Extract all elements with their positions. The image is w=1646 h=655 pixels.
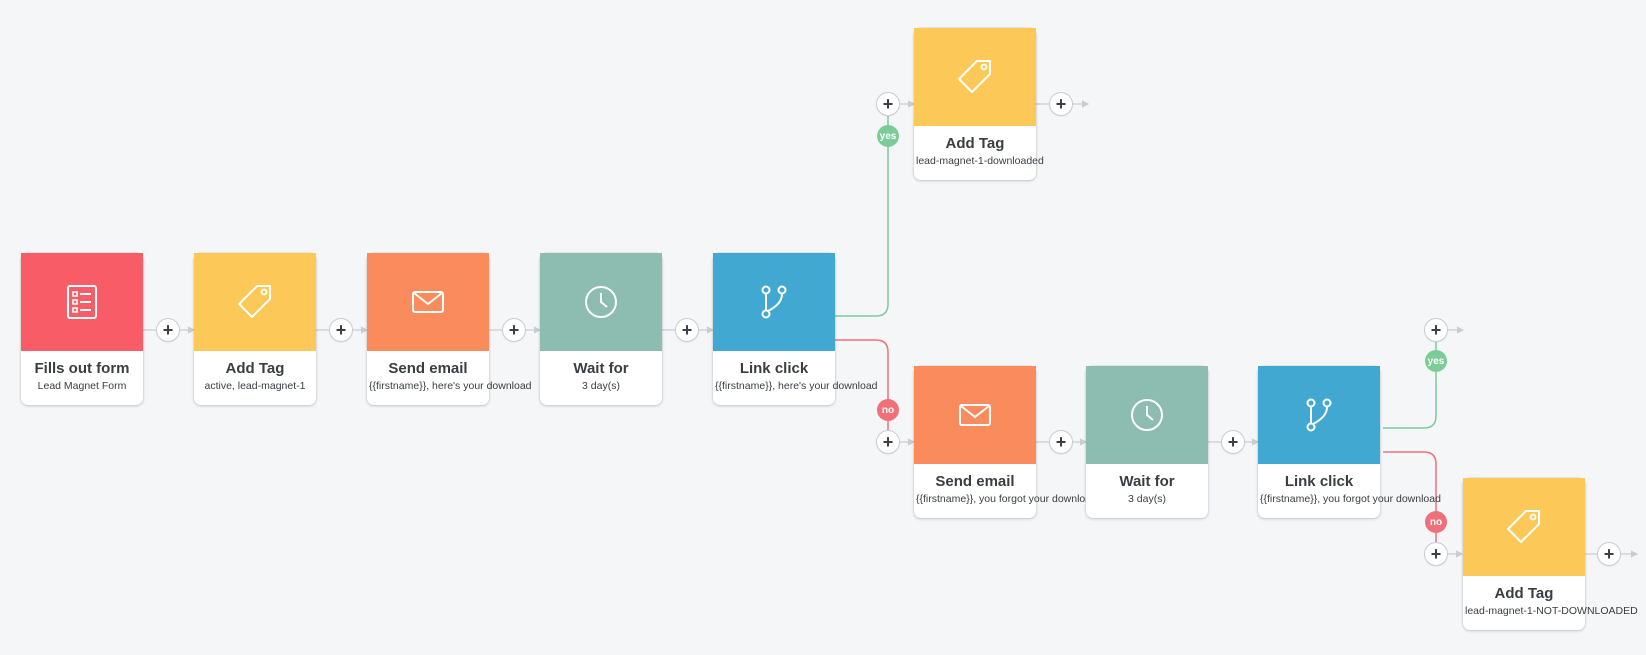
node-title: Fills out form <box>34 360 130 377</box>
node-title: Send email <box>388 360 468 377</box>
node-header <box>540 253 662 351</box>
node-subtitle: 3 day(s) <box>582 380 620 392</box>
node-title: Link click <box>739 360 809 377</box>
node-subtitle: active, lead-magnet-1 <box>204 380 306 392</box>
node-title: Wait for <box>1119 473 1175 490</box>
tag-icon <box>958 60 991 93</box>
node-fills-out-form[interactable]: Fills out form Lead Magnet Form <box>21 253 143 405</box>
plus-icon: + <box>1430 319 1442 340</box>
plus-icon: + <box>681 319 693 340</box>
node-subtitle: {{firstname}}, here's your download <box>715 380 878 392</box>
node-title: Add Tag <box>945 135 1005 152</box>
clock-icon <box>1131 399 1163 431</box>
node-header <box>713 253 835 351</box>
node-send-email[interactable]: Send email {{firstname}}, here's your do… <box>367 253 532 405</box>
add-step-button[interactable]: + <box>1050 93 1072 115</box>
node-subtitle: Lead Magnet Form <box>37 380 127 392</box>
node-link-click-2[interactable]: Link click {{firstname}}, you forgot you… <box>1258 366 1441 518</box>
node-header <box>21 253 143 351</box>
node-wait-for-2[interactable]: Wait for 3 day(s) <box>1086 366 1208 518</box>
node-send-email-reminder[interactable]: Send email {{firstname}}, you forgot you… <box>914 366 1097 518</box>
node-title: Link click <box>1284 473 1354 490</box>
node-header <box>367 253 489 351</box>
no-branch-badge: no <box>1425 511 1447 533</box>
node-subtitle: {{firstname}}, you forgot your download <box>916 493 1097 505</box>
add-step-button[interactable]: + <box>676 319 698 341</box>
node-subtitle: lead-magnet-1-downloaded <box>916 155 1044 167</box>
node-header <box>1258 366 1380 464</box>
node-header <box>1086 366 1208 464</box>
yes-branch-badge: yes <box>877 125 899 147</box>
form-icon <box>67 285 97 319</box>
branch-icon <box>761 285 787 319</box>
add-step-button[interactable]: + <box>1598 543 1620 565</box>
yes-branch-badge: yes <box>1425 350 1447 372</box>
plus-icon: + <box>335 319 347 340</box>
add-step-button[interactable]: + <box>330 319 352 341</box>
add-step-button-no-branch[interactable]: + <box>877 431 899 453</box>
add-step-button-yes-branch[interactable]: + <box>877 93 899 115</box>
add-step-button[interactable]: + <box>1222 431 1244 453</box>
node-title: Wait for <box>573 360 629 377</box>
plus-icon: + <box>1055 93 1067 114</box>
node-header <box>914 366 1036 464</box>
envelope-icon <box>959 404 991 426</box>
node-add-tag[interactable]: Add Tag active, lead-magnet-1 <box>194 253 316 405</box>
no-branch-badge: no <box>877 399 899 421</box>
add-step-button-yes-branch[interactable]: + <box>1425 319 1447 341</box>
node-add-tag-downloaded[interactable]: Add Tag lead-magnet-1-downloaded <box>914 28 1044 180</box>
node-subtitle: {{firstname}}, here's your download <box>369 380 532 392</box>
plus-icon: + <box>1055 431 1067 452</box>
add-step-button[interactable]: + <box>157 319 179 341</box>
node-subtitle: {{firstname}}, you forgot your download <box>1260 493 1441 505</box>
plus-icon: + <box>1603 543 1615 564</box>
node-title: Add Tag <box>1494 585 1554 602</box>
envelope-icon <box>412 291 444 313</box>
branch-icon <box>1306 398 1332 432</box>
node-wait-for[interactable]: Wait for 3 day(s) <box>540 253 662 405</box>
node-header <box>194 253 316 351</box>
add-step-button-no-branch[interactable]: + <box>1425 543 1447 565</box>
plus-icon: + <box>162 319 174 340</box>
node-subtitle: 3 day(s) <box>1128 493 1166 505</box>
plus-icon: + <box>508 319 520 340</box>
node-title: Add Tag <box>225 360 285 377</box>
plus-icon: + <box>882 431 894 452</box>
node-header <box>914 28 1036 126</box>
plus-icon: + <box>1430 543 1442 564</box>
node-link-click[interactable]: Link click {{firstname}}, here's your do… <box>713 253 878 405</box>
node-add-tag-not-downloaded[interactable]: Add Tag lead-magnet-1-NOT-DOWNLOADED <box>1463 478 1638 630</box>
plus-icon: + <box>1227 431 1239 452</box>
clock-icon <box>585 286 617 318</box>
node-header <box>1463 478 1585 576</box>
add-step-button[interactable]: + <box>1050 431 1072 453</box>
add-step-button[interactable]: + <box>503 319 525 341</box>
tag-icon <box>1507 510 1540 543</box>
plus-icon: + <box>882 93 894 114</box>
node-subtitle: lead-magnet-1-NOT-DOWNLOADED <box>1465 605 1638 617</box>
tag-icon <box>238 285 271 318</box>
node-title: Send email <box>935 473 1015 490</box>
